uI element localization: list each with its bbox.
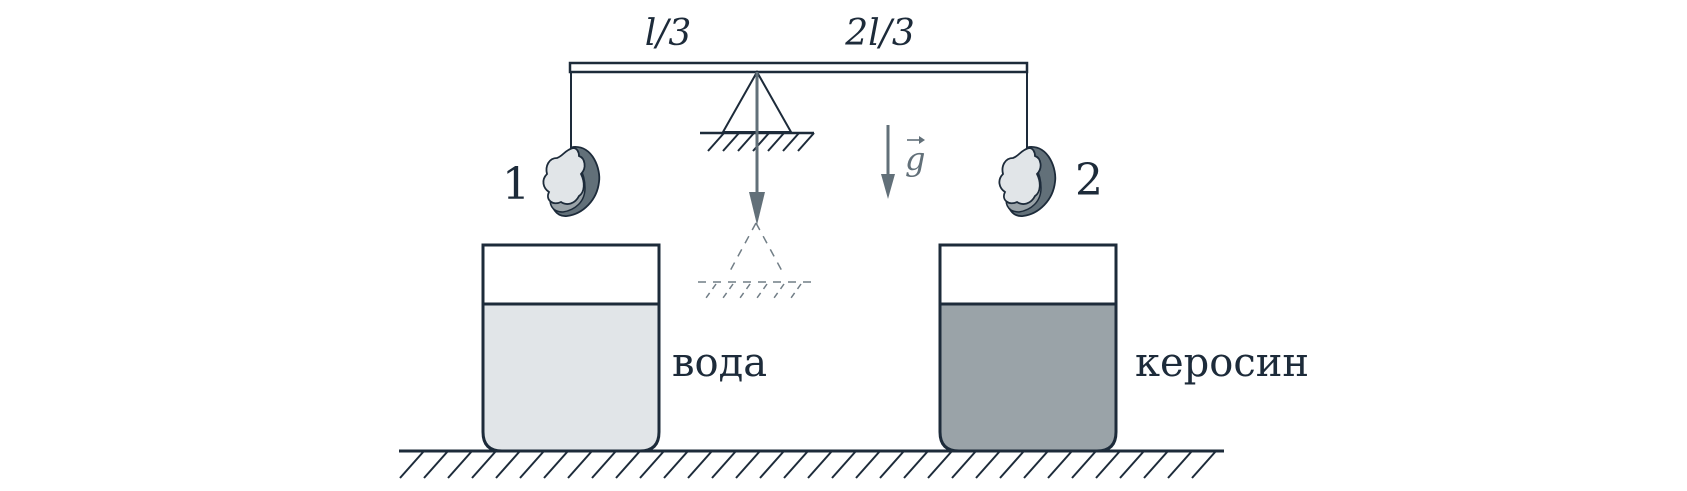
hatch-line xyxy=(855,450,881,479)
hatch-line xyxy=(639,450,665,479)
hatch-line xyxy=(663,450,689,479)
hatch-line xyxy=(711,450,737,479)
stone-2 xyxy=(998,146,1057,217)
fulcrum-dashed-ghost xyxy=(698,222,814,299)
hatch-line xyxy=(1047,450,1073,479)
hatch-line xyxy=(722,132,740,152)
hatch-line xyxy=(591,450,617,479)
hatch-line xyxy=(767,132,785,152)
liquid-kerosene-label: керосин xyxy=(1135,340,1309,386)
hatch-line xyxy=(707,132,725,152)
segment-left-label: l/3 xyxy=(645,13,692,54)
hatch-line xyxy=(831,450,857,479)
lever-bar xyxy=(568,61,1029,74)
hatch-line xyxy=(999,450,1025,479)
ground xyxy=(399,449,1224,479)
stone-1 xyxy=(542,146,601,217)
hatch-line xyxy=(1143,450,1169,479)
hatch-line xyxy=(782,132,800,152)
stone-1-number: 1 xyxy=(502,159,530,210)
hatch-line xyxy=(495,450,521,479)
hatch-line xyxy=(903,450,929,479)
hatch-line xyxy=(447,450,473,479)
hatch-line xyxy=(1071,450,1097,479)
gravity-arrow xyxy=(881,125,895,199)
reaction-arrow xyxy=(749,72,765,225)
gravity-label: g xyxy=(905,136,925,178)
hatch-line xyxy=(879,450,905,479)
hatch-line xyxy=(790,283,802,299)
hatch-line xyxy=(975,450,1001,479)
hatch-line xyxy=(1023,450,1049,479)
hatch-line xyxy=(927,450,953,479)
hatch-line xyxy=(567,450,593,479)
beaker-kerosene xyxy=(938,243,1118,453)
hatch-line xyxy=(737,132,755,152)
hatch-line xyxy=(739,283,751,299)
hatch-line xyxy=(951,450,977,479)
hatch-line xyxy=(807,450,833,479)
hatch-line xyxy=(705,283,717,299)
hatch-line xyxy=(519,450,545,479)
liquid-water-label: вода xyxy=(672,340,767,386)
hatch-line xyxy=(1167,450,1193,479)
hatch-line xyxy=(759,450,785,479)
hatch-line xyxy=(735,450,761,479)
hatch-line xyxy=(1095,450,1121,479)
hatch-line xyxy=(756,283,768,299)
segment-right-label: 2l/3 xyxy=(844,13,914,54)
gravity-symbol: g xyxy=(905,140,925,178)
hatch-line xyxy=(399,450,425,479)
hatch-line xyxy=(543,450,569,479)
hatch-line xyxy=(773,283,785,299)
hatch-line xyxy=(722,283,734,299)
hatch-line xyxy=(423,450,449,479)
hatch-line xyxy=(797,132,815,152)
hatch-line xyxy=(783,450,809,479)
hatch-line xyxy=(1191,450,1217,479)
hatch-line xyxy=(615,450,641,479)
hatch-line xyxy=(471,450,497,479)
hatch-line xyxy=(687,450,713,479)
stone-2-number: 2 xyxy=(1075,155,1103,206)
beaker-water xyxy=(481,243,661,453)
hatch-line xyxy=(1119,450,1145,479)
hatch-line xyxy=(752,132,770,152)
